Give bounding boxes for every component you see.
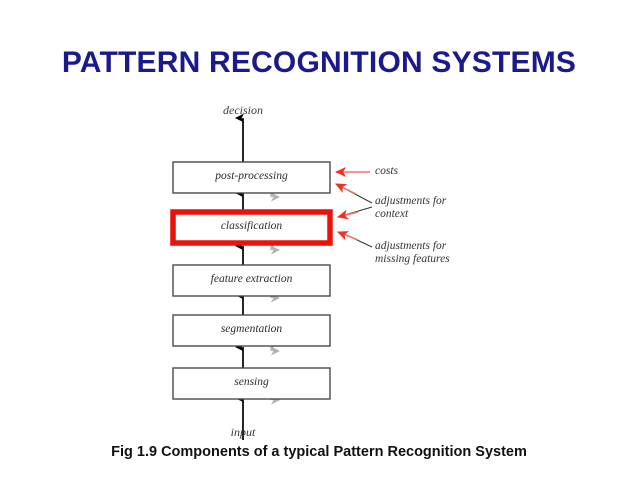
stage-box-segmentation (172, 314, 331, 347)
stage-label-sensing: sensing (234, 376, 269, 388)
annotation-adjustments-missing-features: adjustments for missing features (375, 240, 450, 266)
figure-caption: Fig 1.9 Components of a typical Pattern … (111, 444, 527, 460)
annotation-leader-lines (335, 167, 373, 248)
annotation-adjustments-context-line2: context (375, 208, 409, 220)
annotation-costs: costs (375, 165, 398, 177)
flow-label-input: input (230, 425, 256, 439)
stage-label-segmentation: segmentation (220, 323, 283, 335)
stage-label-post-processing: post-processing (215, 170, 288, 182)
stage-box-classification-highlight (170, 209, 333, 246)
stage-box-feature-extraction (172, 264, 331, 297)
stage-box-sensing (172, 367, 331, 400)
pattern-recognition-pipeline-figure: decision input post-processing classific… (0, 95, 638, 440)
flow-label-decision: decision (223, 103, 263, 117)
annotation-adjustments-missing-features-line1: adjustments for (375, 240, 447, 252)
page-title: PATTERN RECOGNITION SYSTEMS (61, 46, 577, 79)
stage-label-feature-extraction: feature extraction (210, 273, 293, 285)
pipeline-diagram-svg (170, 113, 373, 440)
annotation-adjustments-missing-features-line2: missing features (375, 253, 450, 265)
stage-label-classification: classification (220, 220, 283, 232)
annotation-adjustments-context-line1: adjustments for (375, 195, 447, 207)
stage-box-post-processing (172, 161, 331, 194)
annotation-adjustments-context: adjustments for context (375, 195, 446, 221)
